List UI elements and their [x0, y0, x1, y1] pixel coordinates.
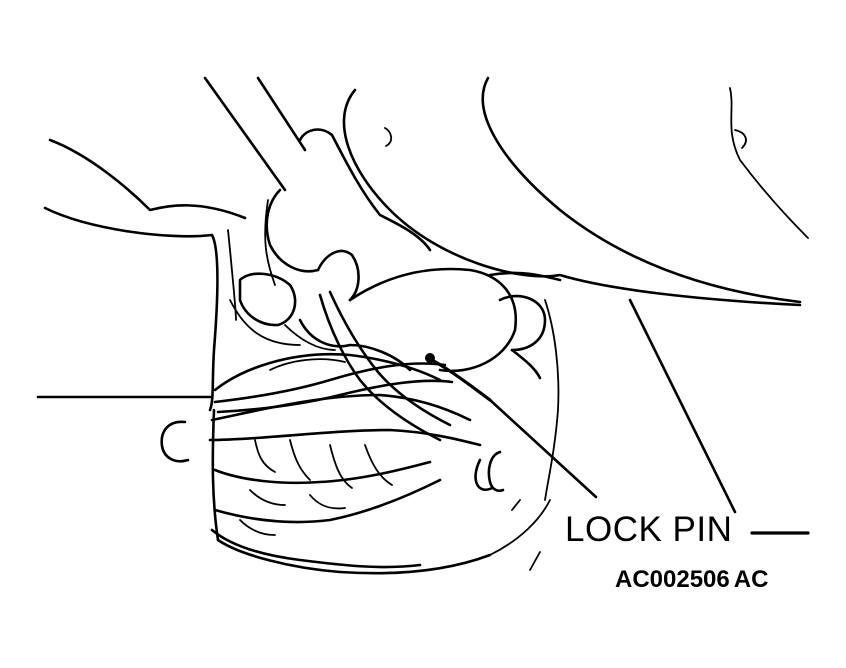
figure-id-suffix: AC: [733, 566, 769, 593]
housing-outline: [342, 76, 809, 307]
right-clip: [474, 271, 562, 571]
figure-id-code: AC002506: [615, 566, 730, 593]
lock-pin-label: LOCK PIN: [565, 510, 733, 549]
clip-marks: [160, 420, 505, 493]
lock-pin-leader: [425, 353, 598, 499]
mounting-bracket: [36, 138, 276, 412]
connector-assembly: [208, 128, 518, 569]
lower-enclosure: [216, 499, 551, 575]
wiring-harness: [213, 290, 454, 442]
housing-edge-lines: [203, 76, 737, 514]
